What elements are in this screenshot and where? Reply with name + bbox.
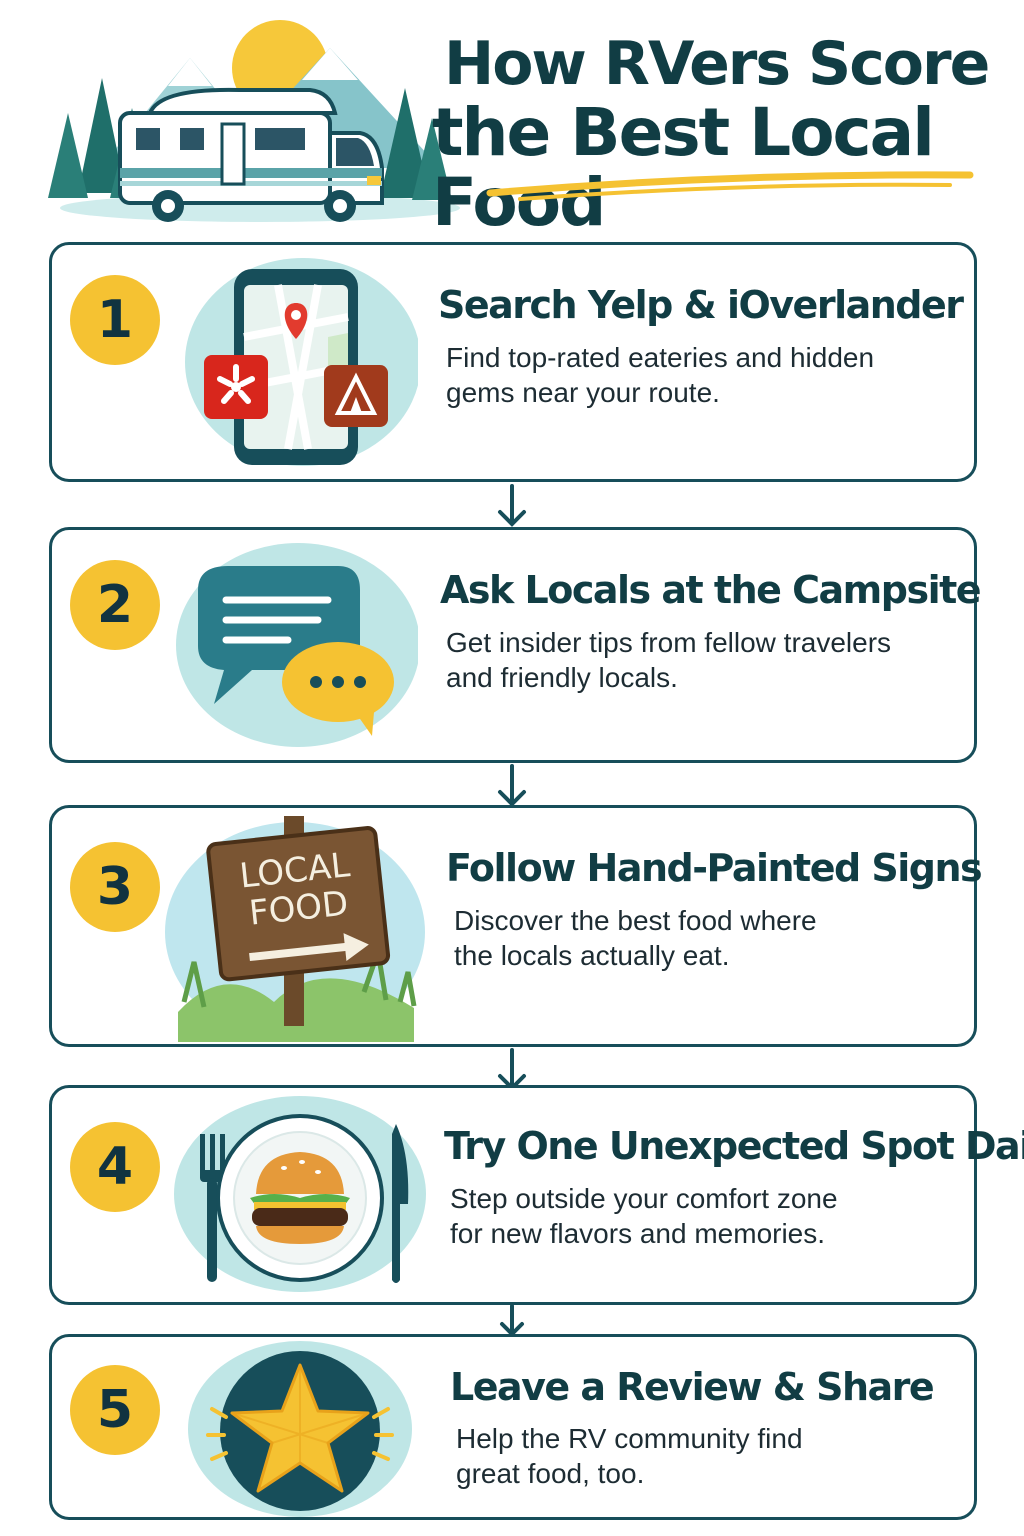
ioverlander-icon (324, 365, 388, 427)
local-food-sign-icon: LOCAL FOOD (165, 816, 425, 1042)
step-number-badge: 2 (70, 560, 160, 650)
burger-icon (250, 1152, 350, 1244)
wooden-sign: LOCAL FOOD (206, 826, 391, 982)
title-line-2: the Best Local Food (432, 94, 935, 241)
step-card-4: 4 Try One Unexpected Spot Daily St (49, 1085, 1024, 1305)
step-description: Help the RV community find great food, t… (456, 1423, 803, 1489)
step-title: Follow Hand-Painted Signs (446, 846, 983, 890)
step-title: Leave a Review & Share (450, 1365, 935, 1409)
yelp-icon (204, 355, 268, 419)
rv-mountain-illustration (48, 20, 460, 222)
step-card-2: 2 Ask Locals at the Campsite Get insider… (49, 527, 982, 763)
rv-icon (118, 87, 384, 222)
step-title: Try One Unexpected Spot Daily (444, 1124, 1024, 1168)
step-description: Find top-rated eateries and hidden gems … (446, 342, 875, 408)
title-line-1: How RVers Score (444, 29, 990, 99)
title-underline (486, 171, 974, 201)
step-description: Get insider tips from fellow travelers a… (446, 627, 892, 693)
step-title: Search Yelp & iOverlander (438, 283, 964, 327)
step-card-3: 3 LOCAL FOOD Follow Hand-Painted Signs D… (49, 805, 983, 1047)
arrow-right-icon (249, 933, 369, 962)
phone-map-icon (185, 258, 418, 466)
step-number-badge: 5 (70, 1365, 160, 1455)
step-card-5: 5 Leave a Review & Share Help the RV com… (49, 1334, 977, 1520)
step-description: Step outside your comfort zone for new f… (450, 1183, 838, 1249)
step-description: Discover the best food where the locals … (454, 905, 817, 971)
knife-icon (392, 1124, 409, 1283)
down-arrow-icon (498, 484, 526, 527)
step-title: Ask Locals at the Campsite (440, 568, 982, 612)
page-title: How RVers Score the Best Local Food (432, 30, 992, 238)
step-number-badge: 1 (70, 275, 160, 365)
step-card-1: 1 Search Yelp & iOverlander Find top-rat… (49, 242, 977, 482)
down-arrow-icon (498, 764, 526, 807)
step-number-badge: 4 (70, 1122, 160, 1212)
header: How RVers Score the Best Local Food (0, 0, 1024, 240)
burger-plate-icon (174, 1096, 426, 1292)
step-number-badge: 3 (70, 842, 160, 932)
chat-bubbles-icon (176, 543, 418, 747)
fork-icon (200, 1134, 225, 1282)
star-review-icon (188, 1341, 412, 1517)
